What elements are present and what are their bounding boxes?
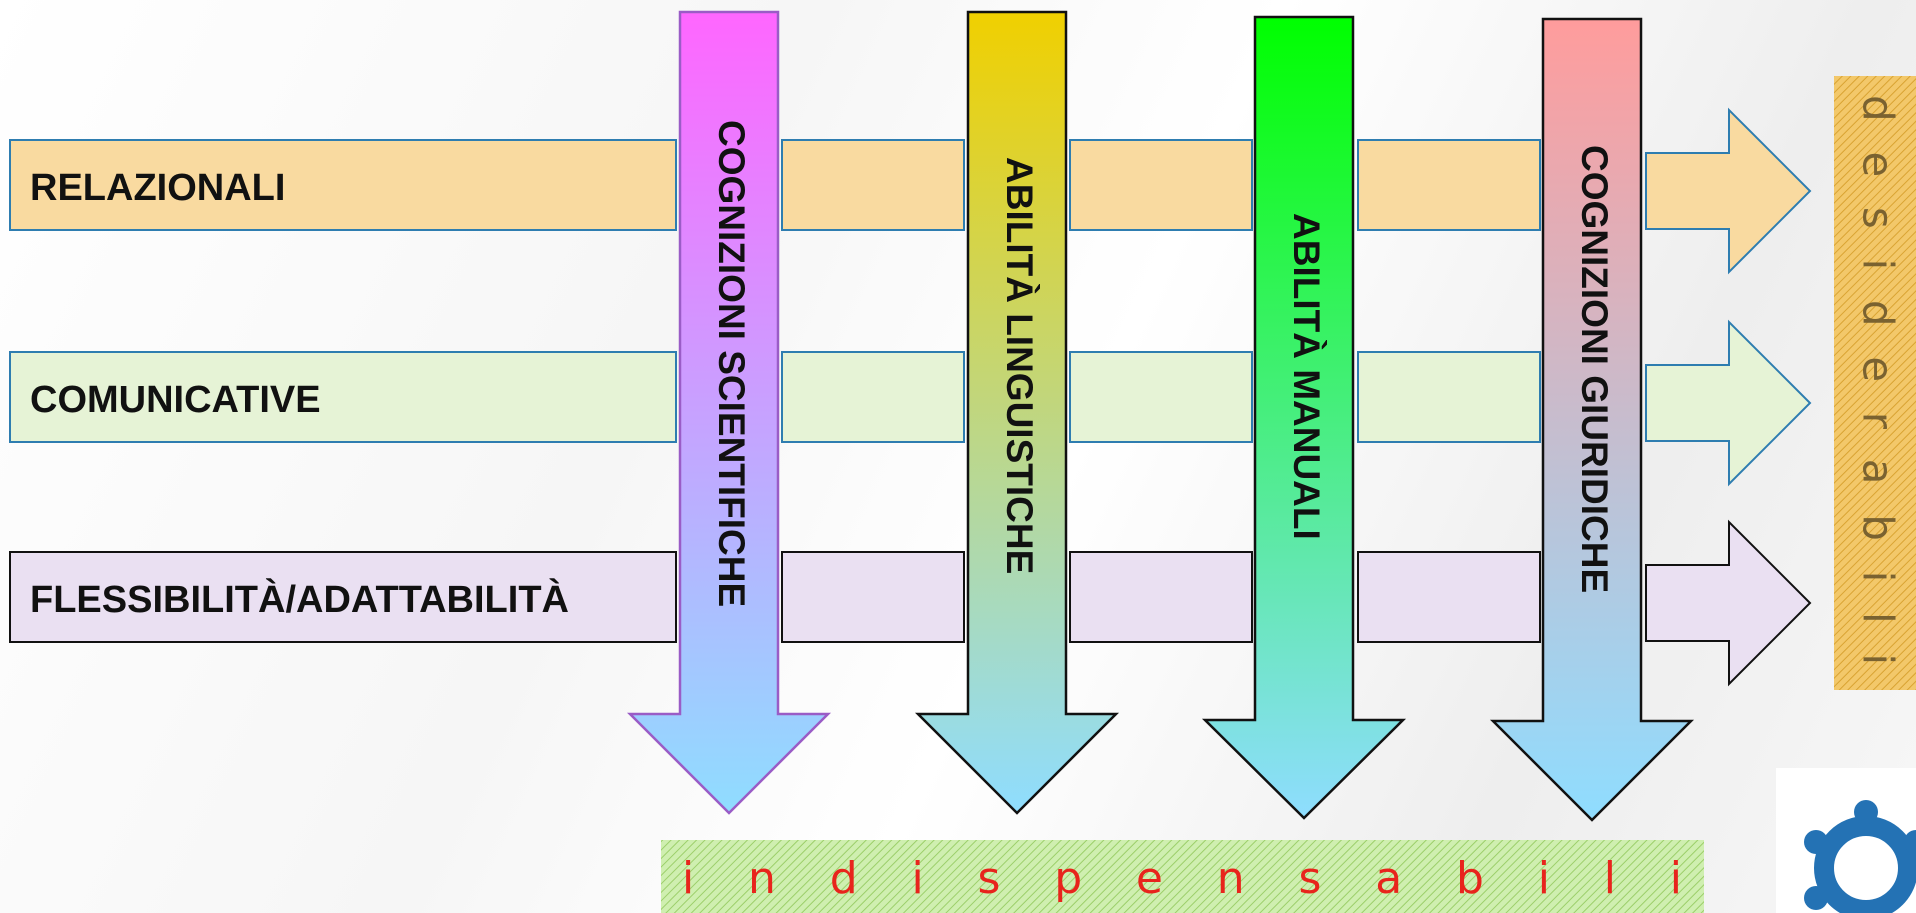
column-abilita-linguistiche: ABILITÀ LINGUISTICHE bbox=[914, 10, 1120, 815]
row-label: RELAZIONALI bbox=[30, 167, 285, 209]
people-circle-logo-icon bbox=[1776, 768, 1916, 913]
column-abilita-manuali: ABILITÀ MANUALI bbox=[1201, 15, 1407, 820]
row-arrow-head bbox=[1645, 319, 1812, 487]
indispensabili-background bbox=[661, 840, 1704, 913]
column-cognizioni-scientifiche: COGNIZIONI SCIENTIFICHE bbox=[626, 10, 832, 815]
row-segment bbox=[1069, 551, 1253, 643]
row-segment bbox=[1357, 351, 1541, 443]
desiderabili-band: desiderabili bbox=[1834, 76, 1916, 690]
row-label: COMUNICATIVE bbox=[30, 379, 321, 421]
row-segment bbox=[1357, 139, 1541, 231]
row-segment bbox=[781, 551, 965, 643]
column-arrow bbox=[626, 10, 832, 815]
skill-columns: COGNIZIONI SCIENTIFICHE ABILITÀ LINGUIST… bbox=[626, 10, 1695, 822]
row-label-box bbox=[9, 139, 677, 231]
row-relazionali: RELAZIONALI bbox=[9, 107, 1812, 275]
skill-rows: RELAZIONALI COMUNICATIVE FLESSIBILITÀ/AD… bbox=[9, 107, 1812, 687]
row-arrow-head bbox=[1645, 107, 1812, 275]
column-arrow bbox=[1489, 17, 1695, 822]
row-arrow-head bbox=[1645, 519, 1812, 687]
column-label: ABILITÀ LINGUISTICHE bbox=[999, 157, 1040, 574]
row-flessibilita: FLESSIBILITÀ/ADATTABILITÀ bbox=[9, 519, 1812, 687]
row-comunicative: COMUNICATIVE bbox=[9, 319, 1812, 487]
row-segment bbox=[1069, 139, 1253, 231]
row-label-box bbox=[9, 351, 677, 443]
row-segment bbox=[781, 139, 965, 231]
column-arrow bbox=[1201, 15, 1407, 820]
indispensabili-band: indispensabili bbox=[661, 840, 1704, 913]
row-label-box bbox=[9, 551, 677, 643]
desiderabili-background bbox=[1834, 76, 1916, 690]
row-segment bbox=[1069, 351, 1253, 443]
column-label: COGNIZIONI SCIENTIFICHE bbox=[711, 120, 752, 607]
column-label: ABILITÀ MANUALI bbox=[1286, 213, 1327, 540]
row-segment bbox=[781, 351, 965, 443]
column-label: COGNIZIONI GIURIDICHE bbox=[1574, 145, 1615, 593]
column-arrow bbox=[914, 10, 1120, 815]
row-segment bbox=[1357, 551, 1541, 643]
row-label: FLESSIBILITÀ/ADATTABILITÀ bbox=[30, 577, 569, 621]
column-cognizioni-giuridiche: COGNIZIONI GIURIDICHE bbox=[1489, 17, 1695, 822]
